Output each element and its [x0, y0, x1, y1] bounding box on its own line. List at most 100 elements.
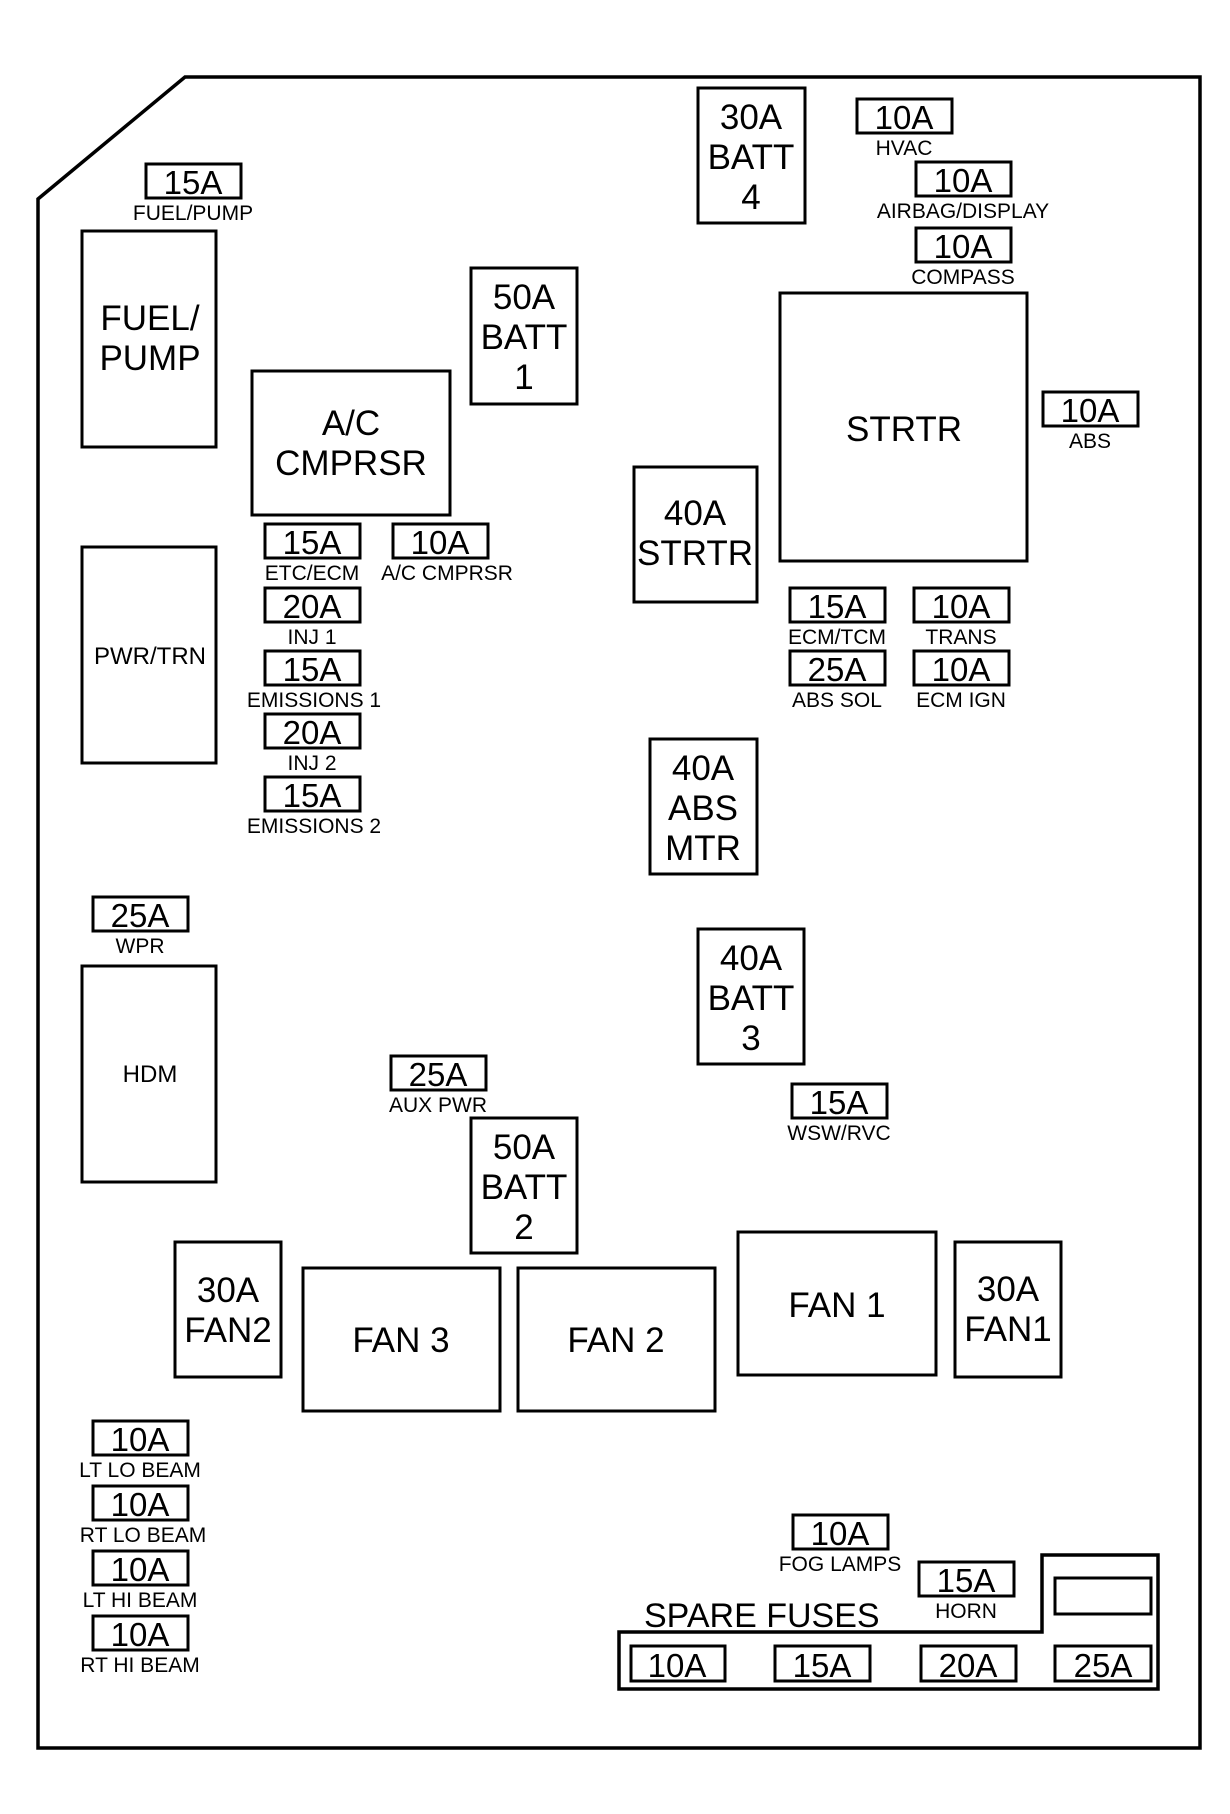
relay-pwr-trn: PWR/TRN — [80, 545, 218, 765]
maxi-fuse-abs-mtr: 40A ABS MTR — [648, 737, 759, 876]
mini-fuse-aux-pwr: 25A AUX PWR — [389, 1054, 488, 1117]
spare-fuse-2-amp: 15A — [793, 1647, 852, 1684]
mini-fuse-etc-ecm: 15A ETC/ECM — [263, 522, 362, 585]
mini-fuse-ecm-ign: 10A ECM IGN — [912, 649, 1011, 712]
maxi-fuse-batt-1: 50A BATT 1 — [469, 266, 579, 406]
maxi-fuse-fan1-30a-line-1: 30A — [977, 1270, 1040, 1309]
mini-fuse-ac-cmprsr: 10A A/C CMPRSR — [381, 522, 513, 585]
maxi-fuse-batt-2-line-3: 2 — [514, 1208, 533, 1247]
relay-fan-3-label: FAN 3 — [352, 1321, 449, 1360]
mini-fuse-horn: 15A HORN — [917, 1560, 1016, 1623]
maxi-fuse-batt-4-line-2: BATT — [708, 138, 795, 177]
mini-fuse-compass-label: COMPASS — [911, 266, 1014, 289]
relay-fan-3: FAN 3 — [301, 1266, 502, 1413]
mini-fuse-horn-label: HORN — [935, 1600, 997, 1623]
relay-fuel-pump: FUEL/ PUMP — [80, 229, 218, 449]
mini-fuse-aux-pwr-amp: 25A — [409, 1056, 468, 1093]
mini-fuse-fuel-pump-amp: 15A — [164, 164, 223, 201]
maxi-fuse-batt-2: 50A BATT 2 — [469, 1116, 579, 1255]
maxi-fuse-batt-3-line-1: 40A — [720, 939, 783, 978]
maxi-fuse-batt-4-line-3: 4 — [741, 178, 760, 217]
mini-fuse-compass-amp: 10A — [934, 228, 993, 265]
mini-fuse-abs-label: ABS — [1069, 430, 1111, 453]
relay-ac-cmprsr-line-2: CMPRSR — [275, 444, 427, 483]
relay-ac-cmprsr: A/C CMPRSR — [250, 369, 452, 517]
mini-fuse-lt-hi-beam-amp: 10A — [111, 1551, 170, 1588]
mini-fuse-ac-cmprsr-amp: 10A — [411, 524, 470, 561]
mini-fuse-trans-amp: 10A — [932, 588, 991, 625]
maxi-fuse-abs-mtr-line-1: 40A — [672, 749, 735, 788]
maxi-fuse-batt-3-line-2: BATT — [708, 979, 795, 1018]
mini-fuse-abs-sol-amp: 25A — [808, 651, 867, 688]
mini-fuse-emissions-1-amp: 15A — [283, 651, 342, 688]
maxi-fuse-batt-2-line-1: 50A — [493, 1128, 556, 1167]
mini-fuse-rt-lo-beam-label: RT LO BEAM — [80, 1524, 206, 1547]
mini-fuse-rt-lo-beam: 10A RT LO BEAM — [80, 1484, 206, 1547]
relay-hdm-label: HDM — [123, 1061, 178, 1088]
relay-fan-1-label: FAN 1 — [788, 1286, 885, 1325]
mini-fuse-airbag-display: 10A AIRBAG/DISPLAY — [877, 160, 1049, 223]
mini-fuse-ecm-ign-label: ECM IGN — [916, 689, 1006, 712]
maxi-fuse-abs-mtr-line-3: MTR — [665, 829, 741, 868]
mini-fuse-ecm-tcm-amp: 15A — [808, 588, 867, 625]
mini-fuse-inj-1-amp: 20A — [283, 588, 342, 625]
maxi-fuse-batt-4: 30A BATT 4 — [696, 86, 807, 225]
maxi-fuse-batt-4-line-1: 30A — [720, 98, 783, 137]
mini-fuse-wpr-label: WPR — [116, 935, 165, 958]
mini-fuse-lt-lo-beam-amp: 10A — [111, 1421, 170, 1458]
spare-fuses-enclosure — [617, 1553, 1160, 1691]
mini-fuse-rt-lo-beam-amp: 10A — [111, 1486, 170, 1523]
relay-fan-1: FAN 1 — [736, 1230, 938, 1377]
maxi-fuse-fan2-30a: 30A FAN2 — [173, 1240, 283, 1379]
mini-fuse-emissions-2-amp: 15A — [283, 777, 342, 814]
spare-fuses-section: SPARE FUSES 10A 15A 20A 25A — [617, 1553, 1160, 1691]
maxi-fuse-batt-1-line-1: 50A — [493, 278, 556, 317]
mini-fuse-wsw-rvc: 15A WSW/RVC — [787, 1082, 891, 1145]
spare-fuse-3-amp: 20A — [939, 1647, 998, 1684]
mini-fuse-fuel-pump: 15A FUEL/PUMP — [133, 162, 253, 225]
maxi-fuse-fan2-30a-line-1: 30A — [197, 1271, 260, 1310]
mini-fuse-hvac-label: HVAC — [876, 137, 933, 160]
mini-fuse-fog-lamps: 10A FOG LAMPS — [779, 1513, 902, 1576]
maxi-fuse-fan1-30a-line-2: FAN1 — [964, 1310, 1052, 1349]
mini-fuse-wsw-rvc-amp: 15A — [810, 1084, 869, 1121]
maxi-fuse-strtr-40a: 40A STRTR — [632, 465, 759, 604]
mini-fuse-fog-lamps-label: FOG LAMPS — [779, 1553, 902, 1576]
mini-fuse-hvac-amp: 10A — [875, 99, 934, 136]
mini-fuse-airbag-display-amp: 10A — [934, 162, 993, 199]
maxi-fuse-batt-1-line-2: BATT — [481, 318, 568, 357]
maxi-fuse-batt-1-line-3: 1 — [514, 358, 533, 397]
mini-fuse-rt-hi-beam-amp: 10A — [111, 1616, 170, 1653]
mini-fuse-emissions-1: 15A EMISSIONS 1 — [247, 649, 381, 712]
mini-fuse-aux-pwr-label: AUX PWR — [389, 1094, 487, 1117]
mini-fuse-lt-lo-beam-label: LT LO BEAM — [79, 1459, 201, 1482]
mini-fuse-trans: 10A TRANS — [912, 586, 1011, 649]
relay-pwr-trn-label: PWR/TRN — [94, 643, 206, 670]
mini-fuse-trans-label: TRANS — [925, 626, 996, 649]
mini-fuse-lt-hi-beam: 10A LT HI BEAM — [83, 1549, 197, 1612]
mini-fuse-hvac: 10A HVAC — [855, 97, 954, 160]
mini-fuse-ac-cmprsr-label: A/C CMPRSR — [381, 562, 513, 585]
relay-strtr: STRTR — [778, 291, 1029, 563]
mini-fuse-ecm-tcm: 15A ECM/TCM — [788, 586, 887, 649]
mini-fuse-inj-2: 20A INJ 2 — [263, 712, 362, 775]
maxi-fuse-batt-3-line-3: 3 — [741, 1019, 760, 1058]
relay-hdm: HDM — [80, 964, 218, 1184]
spare-fuse-4 — [1053, 1644, 1153, 1683]
spare-fuse-3 — [919, 1644, 1018, 1683]
mini-fuse-inj-1: 20A INJ 1 — [263, 586, 362, 649]
maxi-fuse-batt-3: 40A BATT 3 — [696, 927, 806, 1066]
mini-fuse-inj-1-label: INJ 1 — [287, 626, 336, 649]
mini-fuse-wpr: 25A WPR — [91, 895, 190, 958]
mini-fuse-abs-sol: 25A ABS SOL — [788, 649, 887, 712]
mini-fuse-fog-lamps-amp: 10A — [811, 1515, 870, 1552]
mini-fuse-abs: 10A ABS — [1041, 390, 1140, 453]
mini-fuse-ecm-tcm-label: ECM/TCM — [788, 626, 886, 649]
mini-fuse-horn-amp: 15A — [937, 1562, 996, 1599]
mini-fuse-inj-2-label: INJ 2 — [287, 752, 336, 775]
maxi-fuse-fan1-30a: 30A FAN1 — [953, 1240, 1063, 1379]
maxi-fuse-batt-2-line-2: BATT — [481, 1168, 568, 1207]
mini-fuse-wpr-amp: 25A — [111, 897, 170, 934]
mini-fuse-etc-ecm-amp: 15A — [283, 524, 342, 561]
spare-fuse-2 — [773, 1644, 872, 1683]
